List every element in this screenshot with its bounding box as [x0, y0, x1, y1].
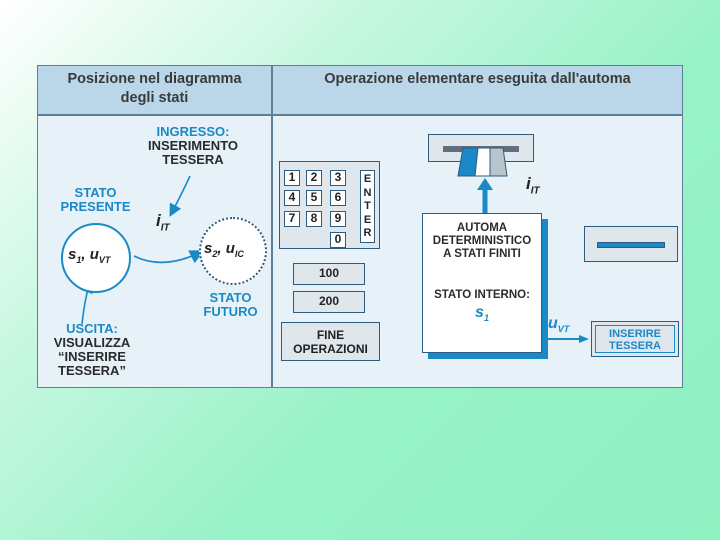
- automa-box: AUTOMA DETERMINISTICO A STATI FINITI STA…: [422, 213, 542, 353]
- stato-presente-label: STATO PRESENTE: [48, 186, 143, 214]
- ingresso-label: INGRESSO: INSERIMENTO TESSERA: [138, 125, 248, 167]
- left-header-line1: Posizione nel diagramma: [67, 71, 242, 87]
- input-symbol-right-main: i: [526, 174, 531, 193]
- stato-futuro-line1: STATO: [209, 290, 252, 305]
- input-arrow: [169, 175, 191, 217]
- key-0[interactable]: 0: [330, 232, 346, 248]
- present-state-label: s1, uVT: [68, 246, 110, 265]
- present-state-sub: 1: [76, 255, 82, 265]
- present-state-circle: [61, 223, 131, 293]
- uscita-line3: “INSERIRE: [58, 349, 126, 364]
- enter-letter-4: E: [363, 213, 372, 226]
- key-2[interactable]: 2: [306, 170, 322, 186]
- ingresso-line2: INSERIMENTO: [147, 138, 239, 153]
- stato-presente-line2: PRESENTE: [60, 199, 131, 214]
- left-header: Posizione nel diagramma degli stati: [38, 66, 271, 116]
- fine-operazioni-button[interactable]: FINE OPERAZIONI: [281, 322, 380, 361]
- automa-line3: A STATI FINITI: [443, 248, 521, 260]
- transition-arrow: [133, 250, 205, 264]
- display-message-inner: INSERIRE TESSERA: [595, 325, 675, 353]
- display-message: INSERIRE TESSERA: [591, 321, 679, 357]
- card-graphic: [457, 147, 589, 343]
- automa-line2: DETERMINISTICO: [432, 235, 532, 247]
- key-5[interactable]: 5: [306, 190, 322, 206]
- input-symbol-right-sub: IT: [530, 185, 540, 197]
- future-output-sub: IC: [234, 249, 244, 259]
- fine-line2: OPERAZIONI: [293, 342, 368, 356]
- enter-letter-5: R: [363, 227, 372, 240]
- uscita-line4: TESSERA”: [58, 363, 126, 378]
- column-divider: [271, 66, 273, 387]
- enter-key[interactable]: E N T E R: [360, 170, 375, 243]
- right-header: Operazione elementare eseguita dall'auto…: [273, 66, 682, 116]
- internal-state-sub: 1: [483, 313, 489, 324]
- display-blank: [584, 226, 678, 262]
- input-symbol-right: iIT: [526, 174, 540, 196]
- stato-futuro-line2: FUTURO: [203, 304, 258, 319]
- present-output-sub: VT: [98, 255, 111, 265]
- display-line2: TESSERA: [609, 340, 661, 352]
- internal-state-label: s1: [423, 304, 541, 325]
- key-8[interactable]: 8: [306, 211, 322, 227]
- key-4[interactable]: 4: [284, 190, 300, 206]
- enter-letter-1: E: [363, 173, 372, 185]
- right-header-title: Operazione elementare eseguita dall'auto…: [324, 71, 631, 87]
- input-symbol-left-main: i: [156, 211, 161, 230]
- stato-presente-line1: STATO: [74, 185, 117, 200]
- key-9[interactable]: 9: [330, 211, 346, 227]
- amount-100-button[interactable]: 100: [293, 263, 365, 285]
- state-diagram-figure: Posizione nel diagramma degli stati Oper…: [37, 65, 683, 388]
- output-symbol-main: u: [548, 315, 558, 332]
- output-symbol-sub: VT: [557, 324, 570, 335]
- internal-state-symbol: s: [475, 304, 484, 321]
- key-7[interactable]: 7: [284, 211, 300, 227]
- present-output-symbol: , u: [81, 246, 99, 263]
- present-state-symbol: s: [68, 246, 77, 263]
- ingresso-line1: INGRESSO:: [156, 124, 230, 139]
- uscita-label: USCITA: VISUALIZZA “INSERIRE TESSERA”: [42, 322, 142, 378]
- amount-200-button[interactable]: 200: [293, 291, 365, 313]
- key-1[interactable]: 1: [284, 170, 300, 186]
- future-state-symbol: s: [204, 240, 213, 257]
- stato-futuro-label: STATO FUTURO: [198, 291, 263, 319]
- enter-letter-2: N: [363, 186, 372, 199]
- left-header-line2: degli stati: [120, 90, 189, 106]
- stato-interno-label: STATO INTERNO:: [434, 289, 530, 301]
- uscita-line2: VISUALIZZA: [53, 335, 131, 350]
- key-6[interactable]: 6: [330, 190, 346, 206]
- future-state-circle: [199, 217, 267, 285]
- ingresso-line3: TESSERA: [162, 152, 224, 167]
- input-symbol-left-sub: IT: [160, 222, 170, 234]
- enter-letter-3: T: [364, 200, 371, 213]
- automa-line1: AUTOMA: [456, 222, 508, 234]
- display-line: [597, 242, 665, 248]
- display-line1: INSERIRE: [609, 328, 661, 340]
- input-symbol-left: iIT: [156, 211, 170, 233]
- uscita-line1: USCITA:: [66, 321, 118, 336]
- fine-line1: FINE: [316, 328, 345, 342]
- output-symbol-right: uVT: [548, 315, 569, 334]
- key-3[interactable]: 3: [330, 170, 346, 186]
- future-state-sub: 2: [212, 249, 218, 259]
- future-output-symbol: , u: [217, 240, 235, 257]
- future-state-label: s2, uIC: [204, 240, 244, 259]
